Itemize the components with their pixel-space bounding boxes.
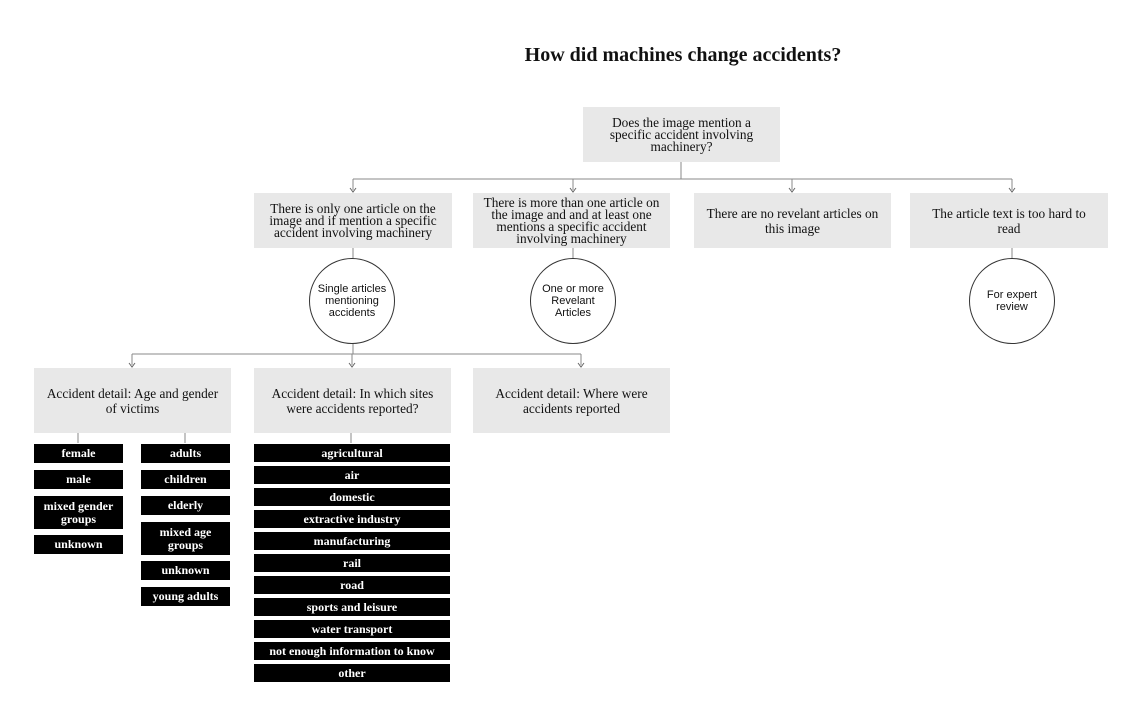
outcome-single-article-box: There is only one article on the image a… — [254, 193, 452, 248]
diagram-title: How did machines change accidents? — [524, 44, 842, 66]
site-tag-domestic: domestic — [254, 488, 450, 506]
site-tag-sports: sports and leisure — [254, 598, 450, 616]
site-tag-water: water transport — [254, 620, 450, 638]
revelant-articles-circle: One or more Revelant Articles — [530, 258, 616, 344]
detail-sites-box: Accident detail: In which sites were acc… — [254, 368, 451, 433]
gender-tag-mixed: mixed gender groups — [34, 496, 123, 529]
site-tag-extractive: extractive industry — [254, 510, 450, 528]
outcome-hard-to-read-box: The article text is too hard to read — [910, 193, 1108, 248]
site-tag-air: air — [254, 466, 450, 484]
detail-age-gender-box: Accident detail: Age and gender of victi… — [34, 368, 231, 433]
detail-where-box: Accident detail: Where were accidents re… — [473, 368, 670, 433]
age-tag-adults: adults — [141, 444, 230, 463]
site-tag-road: road — [254, 576, 450, 594]
age-tag-young-adults: young adults — [141, 587, 230, 606]
root-question-box: Does the image mention a specific accide… — [583, 107, 780, 162]
gender-tag-unknown: unknown — [34, 535, 123, 554]
gender-tag-female: female — [34, 444, 123, 463]
outcome-no-relevant-box: There are no revelant articles on this i… — [694, 193, 891, 248]
age-tag-elderly: elderly — [141, 496, 230, 515]
age-tag-unknown: unknown — [141, 561, 230, 580]
outcome-multiple-articles-box: There is more than one article on the im… — [473, 193, 670, 248]
site-tag-other: other — [254, 664, 450, 682]
gender-tag-male: male — [34, 470, 123, 489]
site-tag-manufacturing: manufacturing — [254, 532, 450, 550]
expert-review-circle: For expert review — [969, 258, 1055, 344]
age-tag-mixed: mixed age groups — [141, 522, 230, 555]
age-tag-children: children — [141, 470, 230, 489]
site-tag-agricultural: agricultural — [254, 444, 450, 462]
site-tag-rail: rail — [254, 554, 450, 572]
single-articles-circle: Single articles mentioning accidents — [309, 258, 395, 344]
site-tag-not-enough-info: not enough information to know — [254, 642, 450, 660]
